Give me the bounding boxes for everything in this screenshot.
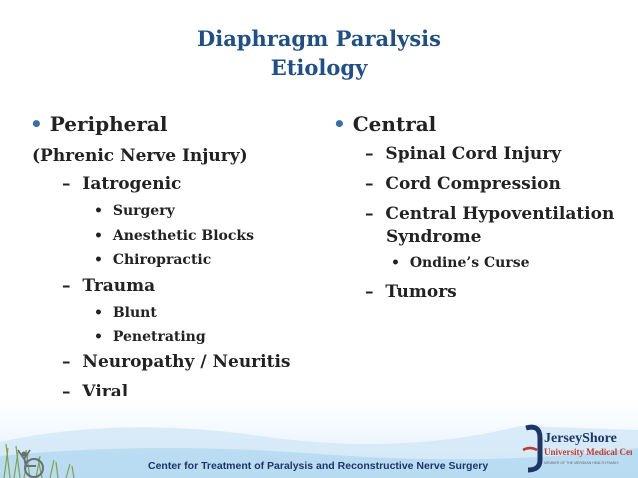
list-item-anesthetic-blocks: • Anesthetic Blocks: [94, 228, 254, 244]
dash-icon: –: [62, 174, 71, 194]
list-item-spinal-cord-injury: – Spinal Cord Injury: [365, 144, 562, 164]
bullet-icon: •: [30, 112, 43, 136]
dash-icon: –: [62, 352, 71, 372]
dash-icon: –: [365, 174, 374, 194]
logo-emblem-icon: JerseyShore University Medical Center ME…: [522, 424, 638, 473]
dash-icon: –: [365, 144, 374, 164]
slide-title: Diaphragm Paralysis Etiology: [0, 24, 638, 82]
logo-tagline: MEMBER OF THE MERIDIAN HEALTH FAMILY: [544, 461, 620, 465]
bullet-icon: •: [94, 203, 103, 219]
title-line-1: Diaphragm Paralysis: [197, 26, 441, 51]
list-item-chiropractic: • Chiropractic: [94, 252, 212, 268]
bullet-icon: •: [94, 305, 103, 321]
dash-icon: –: [62, 276, 71, 296]
list-item-syndrome: Syndrome: [386, 227, 482, 247]
list-item-tumors: – Tumors: [365, 282, 457, 302]
dash-icon: –: [62, 382, 71, 402]
central-heading: • Central: [333, 112, 437, 136]
footer-text: Center for Treatment of Paralysis and Re…: [148, 460, 489, 472]
peripheral-subheading: (Phrenic Nerve Injury): [32, 146, 248, 166]
wheelchair-athlete-icon: [17, 449, 44, 478]
logo-name: JerseyShore: [544, 431, 617, 446]
list-item-cord-compression: – Cord Compression: [365, 174, 561, 194]
water-wave-shape: [0, 447, 638, 478]
list-item-surgery: • Surgery: [94, 203, 175, 219]
bullet-icon: •: [94, 228, 103, 244]
footer-decoration: [0, 426, 638, 478]
bullet-icon: •: [94, 252, 103, 268]
list-item-iatrogenic: – Iatrogenic: [62, 174, 182, 194]
peripheral-heading: • Peripheral: [30, 112, 168, 136]
bullet-icon: •: [391, 255, 400, 271]
list-item-neuropathy: – Neuropathy / Neuritis: [62, 352, 291, 372]
list-item-penetrating: • Penetrating: [94, 329, 206, 345]
bullet-icon: •: [94, 329, 103, 345]
list-item-trauma: – Trauma: [62, 276, 156, 296]
title-line-2: Etiology: [270, 55, 368, 80]
jersey-shore-logo: JerseyShore University Medical Center ME…: [520, 420, 638, 474]
bullet-icon: •: [333, 112, 346, 136]
list-item-ondines-curse: • Ondine’s Curse: [391, 255, 530, 271]
list-item-blunt: • Blunt: [94, 305, 157, 321]
dash-icon: –: [365, 204, 374, 224]
dash-icon: –: [365, 282, 374, 302]
list-item-central-hypoventilation: – Central Hypoventilation: [365, 204, 615, 224]
logo-subtitle: University Medical Center: [544, 447, 632, 457]
